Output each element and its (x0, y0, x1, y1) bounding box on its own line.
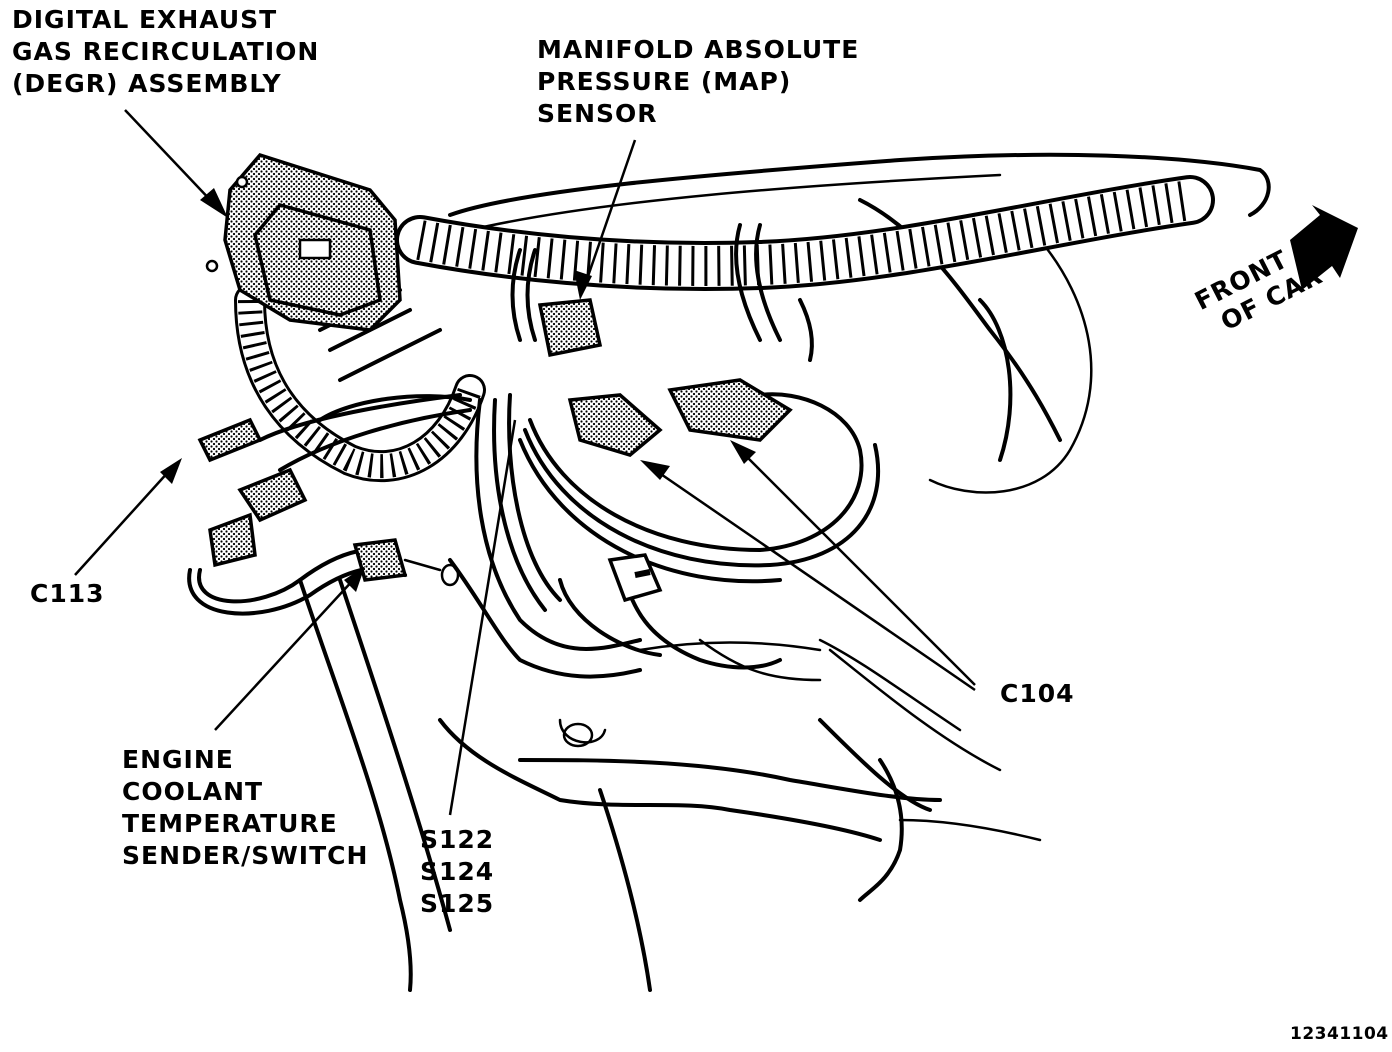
degr-label: DIGITAL EXHAUST GAS RECIRCULATION (DEGR)… (12, 4, 319, 100)
degr-label-line-1: DIGITAL EXHAUST (12, 5, 278, 34)
degr-label-line-3: (DEGR) ASSEMBLY (12, 69, 282, 98)
left-harness-loop (234, 284, 486, 483)
ect-label-line-2: COOLANT (122, 777, 264, 806)
ect-label-line-3: TEMPERATURE (122, 809, 338, 838)
map-label-line-3: SENSOR (537, 99, 658, 128)
ect-sender (352, 538, 460, 587)
ect-label-line-4: SENDER/SWITCH (122, 841, 369, 870)
map-sensor (537, 298, 603, 358)
front-of-car-arrow (1290, 205, 1358, 290)
splice-label-s122: S122 (420, 825, 495, 854)
c104-label: C104 (1000, 679, 1075, 708)
splice-label: S122 S124 S125 (420, 824, 494, 920)
figure-id: 12341104 (1290, 1024, 1389, 1044)
degr-assembly (205, 152, 402, 332)
splice-label-s125: S125 (420, 889, 495, 918)
c113-connector (197, 417, 308, 568)
c113-label: C113 (30, 579, 105, 608)
harness-clip (607, 553, 663, 603)
ect-label-line-1: ENGINE (122, 745, 234, 774)
ect-label: ENGINE COOLANT TEMPERATURE SENDER/SWITCH (122, 744, 368, 872)
c104-connector (567, 378, 793, 457)
wire-bundles (187, 223, 881, 682)
leader-lines (74, 109, 976, 816)
map-sensor-label: MANIFOLD ABSOLUTE PRESSURE (MAP) SENSOR (537, 34, 859, 130)
degr-label-line-2: GAS RECIRCULATION (12, 37, 320, 66)
main-harness (395, 175, 1215, 291)
map-label-line-1: MANIFOLD ABSOLUTE (537, 35, 860, 64)
splice-label-s124: S124 (420, 857, 495, 886)
map-label-line-2: PRESSURE (MAP) (537, 67, 792, 96)
